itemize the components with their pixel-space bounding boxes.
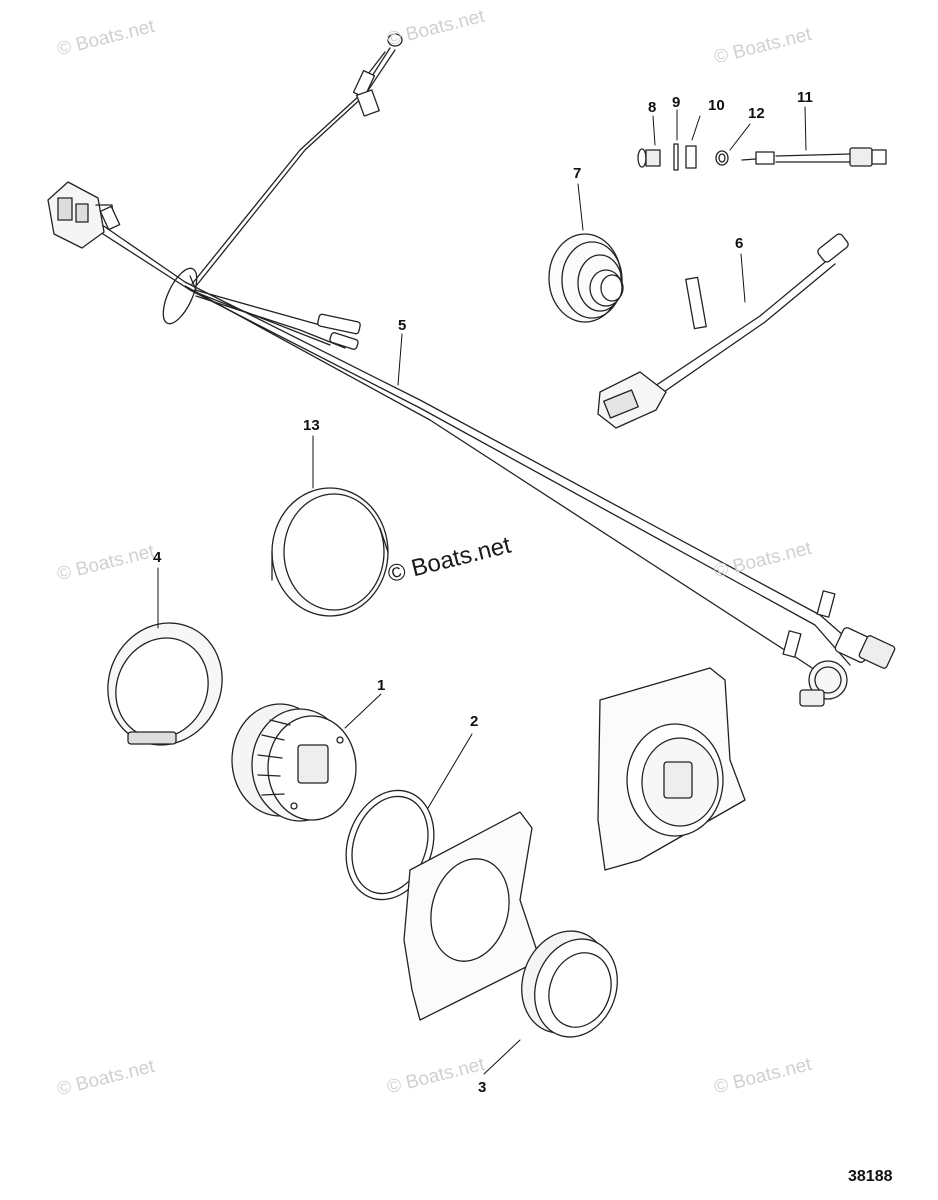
callout-12: 12 <box>748 105 765 122</box>
callout-10: 10 <box>708 97 725 114</box>
harness-connector-lower-a <box>816 590 896 669</box>
callout-1: 1 <box>377 677 386 694</box>
callout-3: 3 <box>478 1079 487 1096</box>
harness-connector-lower-b <box>782 630 848 707</box>
assembled-gauge-view <box>597 667 746 871</box>
callout-2: 2 <box>470 713 479 730</box>
figure-number: 38188 <box>848 1168 893 1185</box>
bezel-4 <box>107 622 223 746</box>
dash-panel-center <box>403 811 541 1021</box>
callout-8: 8 <box>648 99 657 116</box>
grommet-7 <box>548 233 624 323</box>
callout-4: 4 <box>153 549 162 566</box>
adapter-harness-6 <box>597 233 849 429</box>
harness-connector-upper <box>47 181 121 249</box>
callout-9: 9 <box>672 94 681 111</box>
leader-lines <box>157 106 807 1075</box>
gauge-body-1 <box>231 703 357 822</box>
callout-5: 5 <box>398 317 407 334</box>
wiring-harness-5 <box>47 33 896 707</box>
callout-13: 13 <box>303 417 320 434</box>
callout-7: 7 <box>573 165 582 182</box>
sleeve-ring-13 <box>271 487 389 617</box>
retaining-nut-3 <box>521 930 618 1038</box>
callout-11: 11 <box>797 89 813 106</box>
callout-6: 6 <box>735 235 744 252</box>
small-hardware-8-12 <box>637 143 887 171</box>
